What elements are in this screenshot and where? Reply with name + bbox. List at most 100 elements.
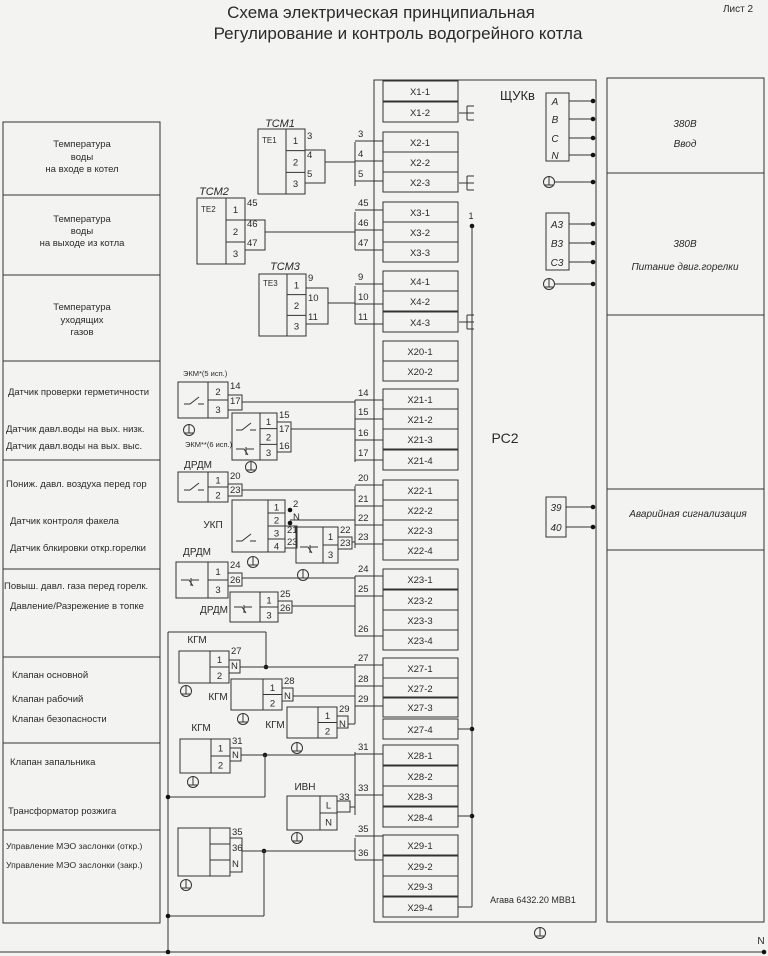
pin-label: 3 (233, 249, 238, 260)
pin-label: 2 (233, 227, 238, 238)
pin-label: 1 (293, 136, 298, 147)
terminal-wire-label: 31 (358, 742, 369, 753)
left-panel-frame (2, 121, 161, 924)
terminal: X22-2 (382, 499, 459, 521)
pin-label: 1 (294, 280, 299, 291)
terminal: X2-2 (382, 151, 459, 173)
device-name: УКП (203, 520, 222, 531)
device-wire-label: 47 (247, 238, 258, 249)
pin-label: 1 (328, 532, 333, 543)
terminal-cell (382, 539, 459, 561)
wire-terminal-box (284, 525, 298, 549)
node-label: 1 (468, 211, 473, 221)
device-wire-label: 45 (247, 198, 258, 209)
terminal-label: X3-1 (410, 208, 430, 219)
wire-terminal-box (281, 687, 294, 702)
ext-label: 2 (293, 499, 298, 510)
ground-icon (180, 879, 192, 891)
terminal-label: X28-3 (407, 792, 432, 803)
pin-label: 1 (266, 596, 271, 607)
terminal-label: X23-4 (407, 636, 432, 647)
device-wire-label: N (232, 750, 239, 761)
sensor-label: ТЕ2 (201, 205, 216, 214)
device-name: ТСМ2 (199, 186, 229, 198)
terminal-label: X29-1 (407, 841, 432, 852)
terminal: X29-1 (382, 834, 459, 856)
terminal: X23-1 (382, 568, 459, 590)
pin-label: 3 (328, 550, 333, 561)
pin-label: 3 (293, 179, 298, 190)
device-wire-label: 9 (308, 273, 313, 284)
terminal-label: X21-4 (407, 456, 432, 467)
motor-terminal-block (545, 212, 570, 271)
ground-icon (247, 556, 259, 568)
terminal-wire-label: 29 (358, 694, 369, 705)
ground-icon (237, 713, 249, 725)
terminal-label: X27-1 (407, 664, 432, 675)
sheet-number: Лист 2 (723, 4, 754, 15)
terminal-label: X29-3 (407, 882, 432, 893)
terminal: X4-3 (382, 311, 459, 333)
wire-terminal-box (336, 715, 349, 729)
pin-label: N (325, 818, 332, 829)
pin-label: 3 (266, 448, 271, 459)
terminal: X28-4 (382, 806, 459, 828)
pin-label: 2 (270, 698, 275, 709)
terminal-wire-label: 11 (358, 312, 368, 323)
device-wire-label: 26 (230, 575, 241, 586)
terminal: X21-4 (382, 449, 459, 471)
terminal: X1-2 (382, 101, 459, 123)
device-wire-label: N (232, 859, 239, 870)
channel-label: Управление МЭО заслонки (откр.) (6, 841, 142, 851)
pin-label: 2 (293, 158, 298, 169)
junction-dot (590, 179, 596, 185)
terminal: X27-4 (382, 718, 459, 740)
pin-label: 1 (215, 476, 220, 487)
terminal-label: X28-1 (407, 751, 432, 762)
ground-icon (291, 832, 303, 844)
junction-dot (165, 949, 171, 955)
terminal-label: X23-3 (407, 616, 432, 627)
terminal-label: X2-3 (410, 178, 430, 189)
terminal-label: X21-1 (407, 395, 432, 406)
pin-label: 1 (217, 655, 222, 666)
channel-label: Датчик давл.воды на вых. выс. (6, 441, 142, 452)
channel-label: на выходе из котла (40, 238, 126, 249)
device-wire-label: 10 (308, 293, 319, 304)
device-wire-label: 23 (230, 485, 241, 496)
terminal-wire-label: 22 (358, 513, 369, 524)
terminal-cell (382, 744, 459, 766)
terminal-label: X4-3 (410, 318, 430, 329)
terminal-cell (382, 290, 459, 312)
terminal-label: X20-1 (407, 347, 432, 358)
channel-label: воды (71, 152, 94, 163)
input-label: Ввод (674, 139, 697, 150)
terminal: X22-4 (382, 539, 459, 561)
device-wire-label: 15 (279, 410, 290, 421)
device-name: ДРДМ (184, 460, 212, 471)
motor-phase-label: А3 (550, 220, 564, 231)
terminal-cell (382, 101, 459, 123)
device-wire-label: 16 (279, 441, 290, 452)
terminal-wire-label: 21 (358, 494, 369, 505)
terminal-label: X4-2 (410, 297, 430, 308)
device-name: КГМ (191, 723, 210, 734)
pin-label: 2 (215, 491, 220, 502)
input-voltage: 380В (673, 119, 697, 130)
alarm-label: Аварийная сигнализация (628, 509, 747, 520)
device-wire-label: 33 (339, 792, 350, 803)
terminal-wire-label: 23 (358, 532, 369, 543)
device-wire-label: 5 (307, 169, 312, 180)
terminal: X4-1 (382, 270, 459, 292)
terminal-wire-label: 5 (358, 169, 363, 180)
phase-terminal-block (545, 92, 570, 162)
ground-icon (187, 776, 199, 788)
